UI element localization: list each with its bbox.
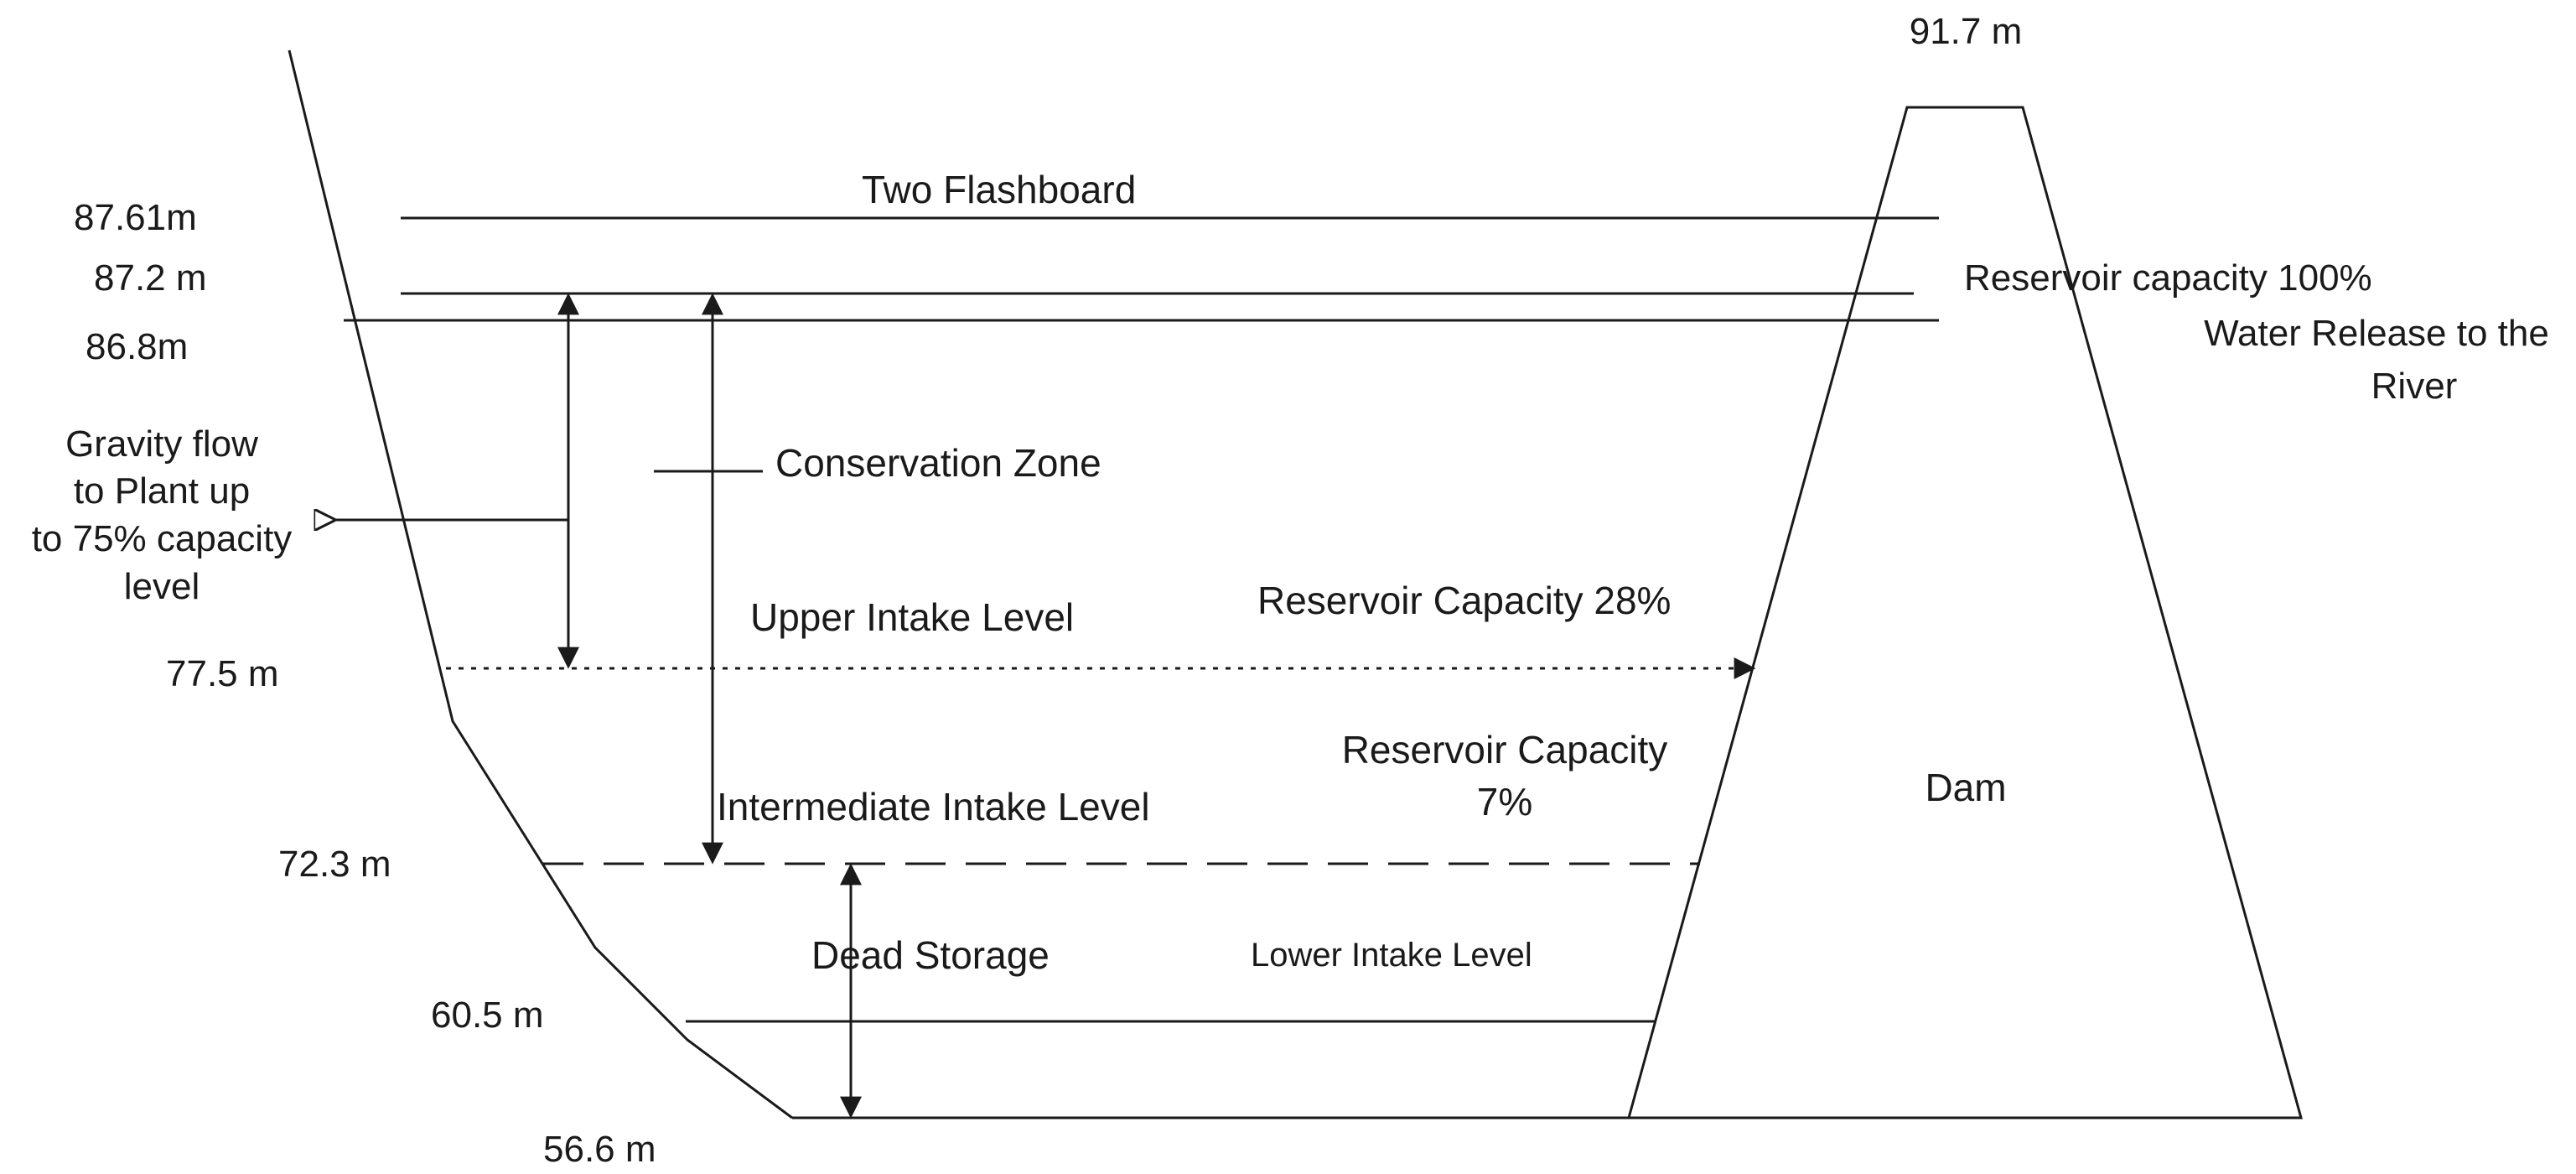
reservoir-capacity-100-label: Reservoir capacity 100% <box>1964 257 2372 299</box>
dam-body <box>1627 106 2303 1119</box>
elevation-87-61: 87.61m <box>74 197 197 238</box>
reservoir-capacity-28-label: Reservoir Capacity 28% <box>1257 579 1671 622</box>
conservation-zone-label: Conservation Zone <box>775 441 1101 485</box>
intermediate-intake-level-label: Intermediate Intake Level <box>717 785 1150 829</box>
reservoir-bank <box>288 49 793 1119</box>
elevation-86-8: 86.8m <box>86 326 188 367</box>
water-release-label-line2: River <box>2371 366 2458 407</box>
reservoir-capacity-7-label-line1: Reservoir Capacity <box>1342 728 1668 771</box>
gravity-flow-label-line2: to Plant up <box>74 470 250 512</box>
two-flashboard-label: Two Flashboard <box>862 168 1136 211</box>
elevation-87-2: 87.2 m <box>94 257 207 299</box>
dam-label: Dam <box>1925 766 2006 809</box>
dead-storage-label: Dead Storage <box>811 933 1050 977</box>
elevation-72-3: 72.3 m <box>278 844 391 885</box>
gravity-flow-label-line4: level <box>124 566 200 607</box>
elevation-91-7: 91.7 m <box>1910 11 2023 52</box>
elevation-77-5: 77.5 m <box>166 653 279 694</box>
gravity-flow-label-line3: to 75% capacity <box>32 518 293 559</box>
reservoir-capacity-7-label-line2: 7% <box>1477 780 1532 823</box>
water-release-label-line1: Water Release to the <box>2204 313 2549 354</box>
upper-intake-level-label: Upper Intake Level <box>750 595 1074 639</box>
gravity-flow-label-line1: Gravity flow <box>65 423 258 465</box>
elevation-56-6: 56.6 m <box>543 1129 656 1170</box>
lower-intake-level-label: Lower Intake Level <box>1251 937 1532 974</box>
elevation-60-5: 60.5 m <box>431 995 544 1036</box>
